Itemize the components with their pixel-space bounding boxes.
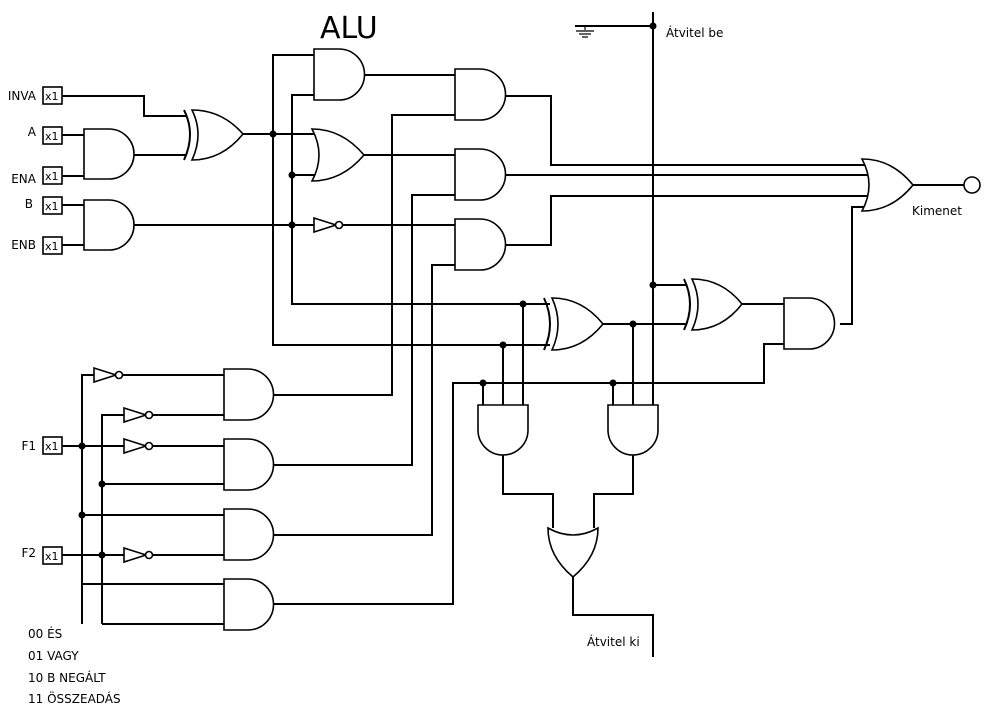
input-box-inva-value: x1 <box>45 90 59 103</box>
label-ena: ENA <box>11 172 37 186</box>
opcode-legend: 00 ÉS 01 VAGY 10 B NEGÁLT 11 ÖSSZEADÁS <box>28 626 121 706</box>
label-carry-in: Átvitel be <box>666 25 723 40</box>
gate-xor-adder1 <box>543 297 605 351</box>
gate-or-logic <box>310 128 366 182</box>
label-enb: ENB <box>11 238 36 252</box>
gate-not-dec1 <box>93 366 124 384</box>
junctions <box>78 22 657 559</box>
input-box-enb-value: x1 <box>45 240 59 253</box>
input-box-a <box>42 126 63 145</box>
diagram-title: ALU <box>320 11 378 46</box>
gate-and-b <box>83 199 135 251</box>
ground-icon <box>576 26 594 38</box>
input-box-b <box>42 196 63 215</box>
gate-and-dec1 <box>223 368 275 421</box>
gate-not-dec3 <box>123 437 154 455</box>
label-f2: F2 <box>21 546 36 560</box>
gate-and-dec3 <box>223 508 275 561</box>
gate-not-dec2 <box>123 406 154 424</box>
gate-and-sum <box>783 297 836 350</box>
label-inva: INVA <box>8 89 37 103</box>
gate-or-output <box>860 158 915 212</box>
input-box-ena <box>42 166 63 185</box>
input-box-ena-value: x1 <box>45 170 59 183</box>
gate-not-dec4 <box>123 546 154 564</box>
label-carry-out: Átvitel ki <box>587 634 640 649</box>
gate-xor-inva <box>183 109 245 161</box>
gate-and-dec2 <box>223 438 275 491</box>
output-terminal <box>963 176 981 194</box>
input-box-f2 <box>42 546 63 565</box>
legend-item: 00 ÉS <box>28 626 62 641</box>
gate-and-a <box>83 128 135 180</box>
gate-xor-adder2 <box>683 278 744 331</box>
input-box-enb <box>42 236 63 255</box>
gate-and-en1 <box>454 68 507 121</box>
gate-and-carry2 <box>607 404 659 456</box>
legend-item: 11 ÖSSZEADÁS <box>28 690 121 706</box>
input-boxes: x1 x1 x1 x1 x1 x1 x1 <box>42 86 63 565</box>
legend-item: 10 B NEGÁLT <box>28 670 106 685</box>
input-box-a-value: x1 <box>45 130 59 143</box>
input-box-inva <box>42 86 63 105</box>
gate-not-b <box>313 216 344 234</box>
gate-and-logic <box>313 48 366 101</box>
gate-and-en3 <box>454 218 507 271</box>
label-output: Kimenet <box>912 204 962 218</box>
gate-and-dec4 <box>223 578 275 631</box>
label-a: A <box>28 125 37 139</box>
input-box-f1-value: x1 <box>45 440 59 453</box>
input-box-f1 <box>42 436 63 455</box>
gate-and-carry1 <box>477 404 529 456</box>
legend-item: 01 VAGY <box>28 649 79 663</box>
gate-and-en2 <box>454 148 507 201</box>
wires <box>62 12 964 657</box>
input-box-f2-value: x1 <box>45 550 59 563</box>
gate-or-carry <box>547 526 599 579</box>
label-f1: F1 <box>21 439 36 453</box>
input-box-b-value: x1 <box>45 200 59 213</box>
label-b: B <box>25 197 33 211</box>
